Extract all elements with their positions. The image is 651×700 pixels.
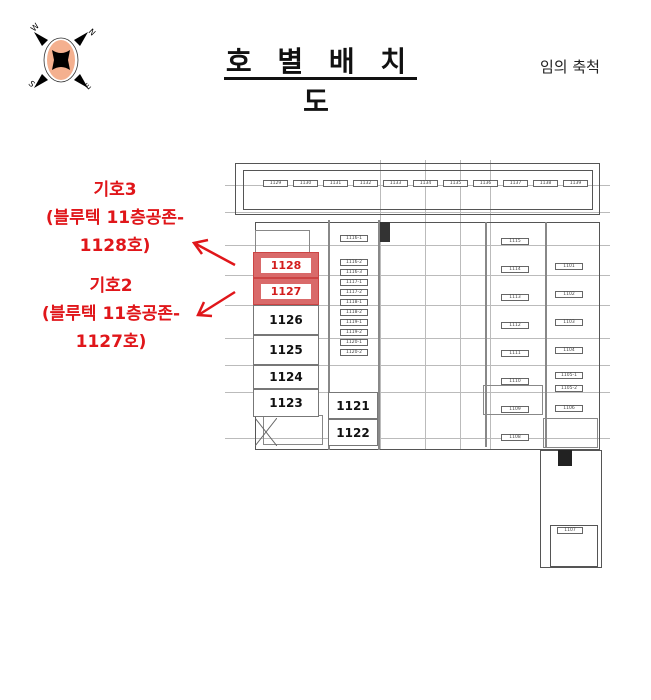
unit-1121[interactable]: 1121: [328, 392, 378, 419]
unit-1110[interactable]: 1110: [501, 378, 529, 385]
unit-1112[interactable]: 1112: [501, 322, 529, 329]
unit-1120-2[interactable]: 1120-2: [340, 349, 368, 356]
stair-core: [558, 450, 572, 466]
right-outer-units: 1101 1102 1103 1104: [555, 263, 583, 354]
scale-note: 임의 축척: [540, 58, 600, 76]
middle-small-units: 1116-1 1116-2 1116-3 1117-1 1117-2 1118-…: [340, 235, 368, 356]
callout-unit: 1127호): [75, 332, 147, 352]
callout-1128: 기호3 (블루텍 11층공존- 1128호): [20, 176, 210, 260]
stair-core: [380, 222, 390, 242]
unit-1111[interactable]: 1111: [501, 350, 529, 357]
unit-1132[interactable]: 1132: [353, 180, 378, 187]
unit-label: 1128: [260, 257, 312, 273]
arrow-to-1127: [199, 290, 236, 316]
unit-1115[interactable]: 1115: [501, 238, 529, 245]
compass-s-label: S: [27, 79, 37, 89]
unit-1107[interactable]: 1107: [557, 527, 583, 534]
right-inner-units: 1115 1114 1113 1112 1111 1110 1109 1108: [501, 238, 529, 441]
unit-1120-1[interactable]: 1120-1: [340, 339, 368, 346]
callout-1127: 기호2 (블루텍 11층공존- 1127호): [16, 272, 206, 356]
callout-unit: 1128호): [79, 236, 151, 256]
unit-1130[interactable]: 1130: [293, 180, 318, 187]
unit-1105-1[interactable]: 1105-1: [555, 372, 583, 379]
compass-e-label: E: [83, 81, 93, 91]
compass-n-label: N: [87, 27, 98, 38]
unit-1116-2[interactable]: 1116-2: [340, 259, 368, 266]
top-row-units: 1129 1130 1131 1132 1133 1134 1135 1136 …: [263, 180, 593, 187]
unit-1131[interactable]: 1131: [323, 180, 348, 187]
title-underline: [224, 77, 417, 80]
callout-desc: (블루텍 11층공존-: [41, 304, 181, 324]
unit-1139[interactable]: 1139: [563, 180, 588, 187]
unit-1103[interactable]: 1103: [555, 319, 583, 326]
callout-symbol: 기호2: [89, 276, 133, 296]
unit-1124[interactable]: 1124: [253, 365, 319, 389]
elevator-void: [255, 418, 277, 446]
unit-1122[interactable]: 1122: [328, 419, 378, 446]
unit-1116-3[interactable]: 1116-3: [340, 269, 368, 276]
unit-1119-1[interactable]: 1119-1: [340, 319, 368, 326]
unit-1117-2[interactable]: 1117-2: [340, 289, 368, 296]
unit-1127-highlighted[interactable]: 1127: [253, 278, 319, 305]
unit-1109[interactable]: 1109: [501, 406, 529, 413]
unit-1108[interactable]: 1108: [501, 434, 529, 441]
unit-1119-2[interactable]: 1119-2: [340, 329, 368, 336]
arrow-to-1128: [195, 242, 236, 267]
compass-rose-icon: W N S E: [27, 21, 98, 91]
unit-1125[interactable]: 1125: [253, 335, 319, 365]
callout-symbol: 기호3: [93, 180, 137, 200]
unit-1136[interactable]: 1136: [473, 180, 498, 187]
unit-1134[interactable]: 1134: [413, 180, 438, 187]
unit-1101[interactable]: 1101: [555, 263, 583, 270]
unit-1128-highlighted[interactable]: 1128: [253, 252, 319, 278]
unit-1137[interactable]: 1137: [503, 180, 528, 187]
unit-1138[interactable]: 1138: [533, 180, 558, 187]
unit-1104[interactable]: 1104: [555, 347, 583, 354]
unit-1118-2[interactable]: 1118-2: [340, 309, 368, 316]
compass-w-label: W: [29, 21, 41, 33]
callout-desc: (블루텍 11층공존-: [45, 208, 185, 228]
unit-1123[interactable]: 1123: [253, 389, 319, 417]
unit-1129[interactable]: 1129: [263, 180, 288, 187]
page-title: 호 별 배 치 도: [225, 45, 415, 118]
unit-label: 1127: [260, 284, 312, 299]
callout-arrows: [191, 238, 236, 318]
unit-1102[interactable]: 1102: [555, 291, 583, 298]
unit-1114[interactable]: 1114: [501, 266, 529, 273]
unit-1106[interactable]: 1106: [555, 405, 583, 412]
unit-1135[interactable]: 1135: [443, 180, 468, 187]
unit-1105-2[interactable]: 1105-2: [555, 385, 583, 392]
unit-1116-1[interactable]: 1116-1: [340, 235, 368, 242]
unit-1117-1[interactable]: 1117-1: [340, 279, 368, 286]
unit-1133[interactable]: 1133: [383, 180, 408, 187]
floor-plan: 1129 1130 1131 1132 1133 1134 1135 1136 …: [225, 160, 610, 570]
unit-1113[interactable]: 1113: [501, 294, 529, 301]
unit-1118-1[interactable]: 1118-1: [340, 299, 368, 306]
unit-1126[interactable]: 1126: [253, 305, 319, 335]
